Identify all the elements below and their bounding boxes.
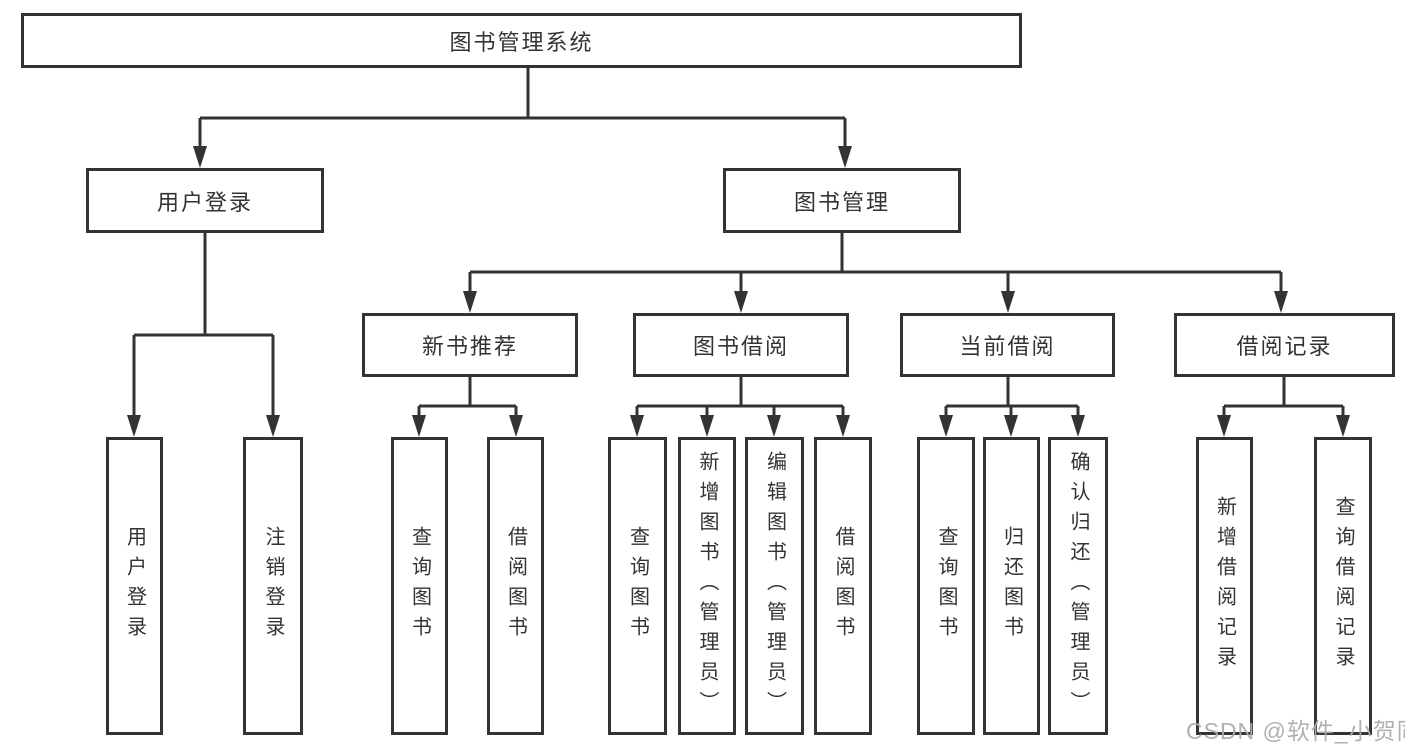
node-label: 新书推荐 xyxy=(421,334,518,359)
leaf-label: 查询借阅记录 xyxy=(1332,496,1354,676)
node-label: 图书管理 xyxy=(793,189,890,215)
connector-management-to-level3 xyxy=(468,233,1283,293)
connector-login-to-leaves xyxy=(132,233,275,417)
leaf-add-borrow-record: 新增借阅记录 xyxy=(1196,437,1253,735)
leaf-query-books-recommend: 查询图书 xyxy=(391,437,448,735)
leaf-label: 查询图书 xyxy=(408,526,431,646)
csdn-watermark: CSDN @软件_小贺同学 xyxy=(1186,718,1405,744)
leaf-label: 查询图书 xyxy=(626,526,649,646)
leaf-label: 归还图书 xyxy=(1000,526,1023,646)
leaf-user-login: 用户登录 xyxy=(106,437,163,735)
leaf-confirm-return-admin: 确认归还（管理员） xyxy=(1048,437,1108,735)
leaf-label: 用户登录 xyxy=(123,526,146,646)
connector-records-to-leaves xyxy=(1222,377,1345,417)
leaf-label: 借阅图书 xyxy=(832,526,854,646)
leaf-query-borrow-record: 查询借阅记录 xyxy=(1314,437,1372,735)
leaf-label: 新增图书（管理员） xyxy=(696,451,718,721)
node-label: 当前借阅 xyxy=(959,334,1056,359)
node-label: 借阅记录 xyxy=(1236,334,1333,359)
node-user-login: 用户登录 xyxy=(86,168,324,233)
leaf-label: 查询图书 xyxy=(935,526,957,646)
node-new-book-recommend: 新书推荐 xyxy=(362,313,578,377)
connector-root-to-level2 xyxy=(198,68,847,148)
node-current-borrowing: 当前借阅 xyxy=(900,313,1115,377)
leaf-logout: 注销登录 xyxy=(243,437,303,735)
node-label: 图书管理系统 xyxy=(449,29,594,55)
leaf-label: 确认归还（管理员） xyxy=(1067,451,1089,721)
leaf-borrow-books: 借阅图书 xyxy=(814,437,872,735)
node-label: 用户登录 xyxy=(156,189,253,215)
leaf-edit-books-admin: 编辑图书（管理员） xyxy=(745,437,804,735)
node-book-management: 图书管理 xyxy=(723,168,961,233)
leaf-label: 编辑图书（管理员） xyxy=(763,451,786,721)
connector-newbook-to-leaves xyxy=(417,377,518,417)
leaf-return-books: 归还图书 xyxy=(983,437,1040,735)
node-book-borrowing: 图书借阅 xyxy=(633,313,849,377)
leaf-label: 新增借阅记录 xyxy=(1213,496,1236,676)
arrowheads xyxy=(127,146,1350,437)
leaf-query-books-borrowing: 查询图书 xyxy=(608,437,667,735)
node-label: 图书借阅 xyxy=(692,334,789,359)
node-library-management-system: 图书管理系统 xyxy=(21,13,1022,68)
leaf-label: 借阅图书 xyxy=(504,526,527,646)
leaf-add-books-admin: 新增图书（管理员） xyxy=(678,437,736,735)
leaf-borrow-books-recommend: 借阅图书 xyxy=(487,437,544,735)
leaf-label: 注销登录 xyxy=(262,526,284,646)
connector-borrow-to-leaves xyxy=(635,377,845,417)
leaf-query-books-current: 查询图书 xyxy=(917,437,975,735)
connector-current-to-leaves xyxy=(944,377,1080,417)
node-borrowing-records: 借阅记录 xyxy=(1174,313,1395,377)
